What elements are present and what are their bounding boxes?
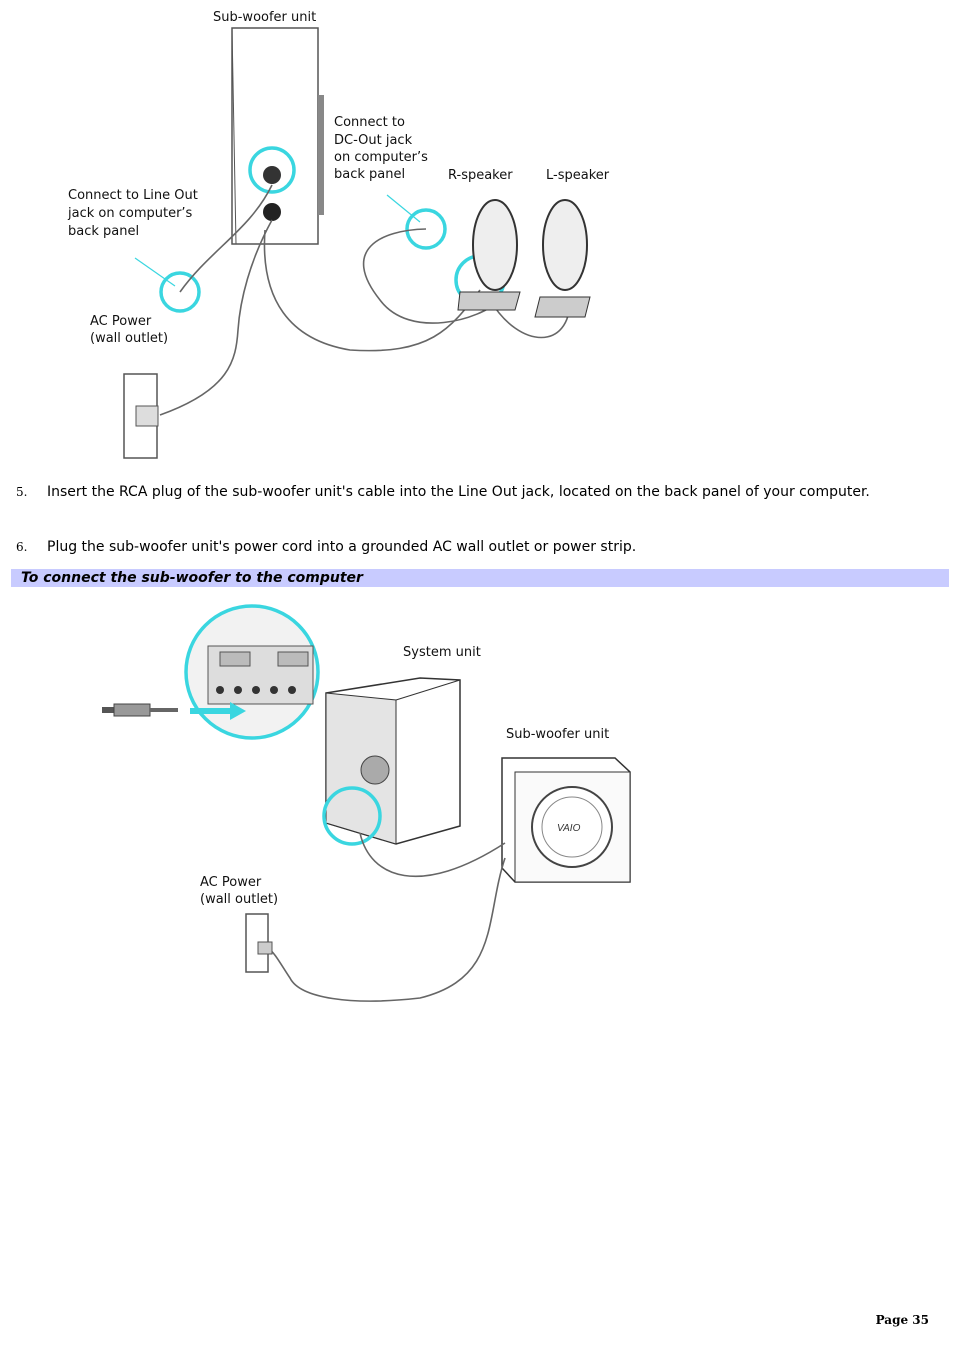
label-r-speaker: R-speaker [448, 168, 513, 183]
line-out-plug-highlight [159, 271, 201, 313]
subwoofer-speaker-diagram: Sub-woofer unit Connect to DC-Out jack o… [67, 10, 610, 459]
line-out-jack-highlight [248, 146, 296, 194]
subwoofer-computer-diagram: VAIO System unit Sub-woofer unit AC Powe… [102, 604, 631, 1002]
section-heading: To connect the sub-woofer to the compute… [11, 569, 949, 587]
system-unit-drawing [325, 677, 461, 845]
label-dc-out-1: Connect to [334, 115, 405, 130]
step-6-number: 6. [16, 540, 28, 554]
label-ac-power-2: (wall outlet) [90, 331, 168, 346]
back-panel-zoom [184, 604, 320, 740]
step-5: 5. Insert the RCA plug of the sub-woofer… [16, 483, 896, 501]
wall-outlet-drawing [245, 913, 273, 973]
label-subwoofer-unit: Sub-woofer unit [213, 10, 316, 25]
label-dc-out-4: back panel [334, 167, 405, 182]
section-heading-text: To connect the sub-woofer to the compute… [21, 570, 363, 586]
wall-outlet-drawing [123, 373, 159, 459]
audio-plug-drawing [102, 703, 178, 717]
insert-arrow [190, 702, 246, 720]
label-line-out-2: jack on computer’s [67, 206, 193, 221]
r-speaker-drawing [457, 199, 521, 311]
label-ac-power-1: AC Power [90, 314, 152, 329]
subwoofer-brand-logo: VAIO [557, 823, 581, 834]
l-speaker-drawing [534, 199, 591, 318]
step-5-text: Insert the RCA plug of the sub-woofer un… [47, 484, 870, 500]
step-6: 6. Plug the sub-woofer unit's power cord… [16, 538, 896, 556]
dc-out-plug-highlight [405, 208, 447, 250]
label-ac-power-1: AC Power [200, 875, 262, 890]
label-line-out-3: back panel [68, 224, 139, 239]
step-6-text: Plug the sub-woofer unit's power cord in… [47, 539, 637, 555]
label-subwoofer-unit: Sub-woofer unit [506, 727, 609, 742]
label-l-speaker: L-speaker [546, 168, 610, 183]
label-ac-power-2: (wall outlet) [200, 892, 278, 907]
label-system-unit: System unit [403, 645, 481, 660]
step-5-number: 5. [16, 485, 28, 499]
page-number: Page 35 [875, 1313, 929, 1327]
label-line-out-1: Connect to Line Out [68, 188, 198, 203]
subwoofer-unit-drawing [231, 27, 324, 245]
subwoofer-box-drawing: VAIO [501, 757, 631, 883]
label-dc-out-3: on computer’s [334, 150, 428, 165]
cables [267, 832, 506, 1002]
back-panel-highlight [322, 786, 382, 846]
label-dc-out-2: DC-Out jack [334, 133, 413, 148]
